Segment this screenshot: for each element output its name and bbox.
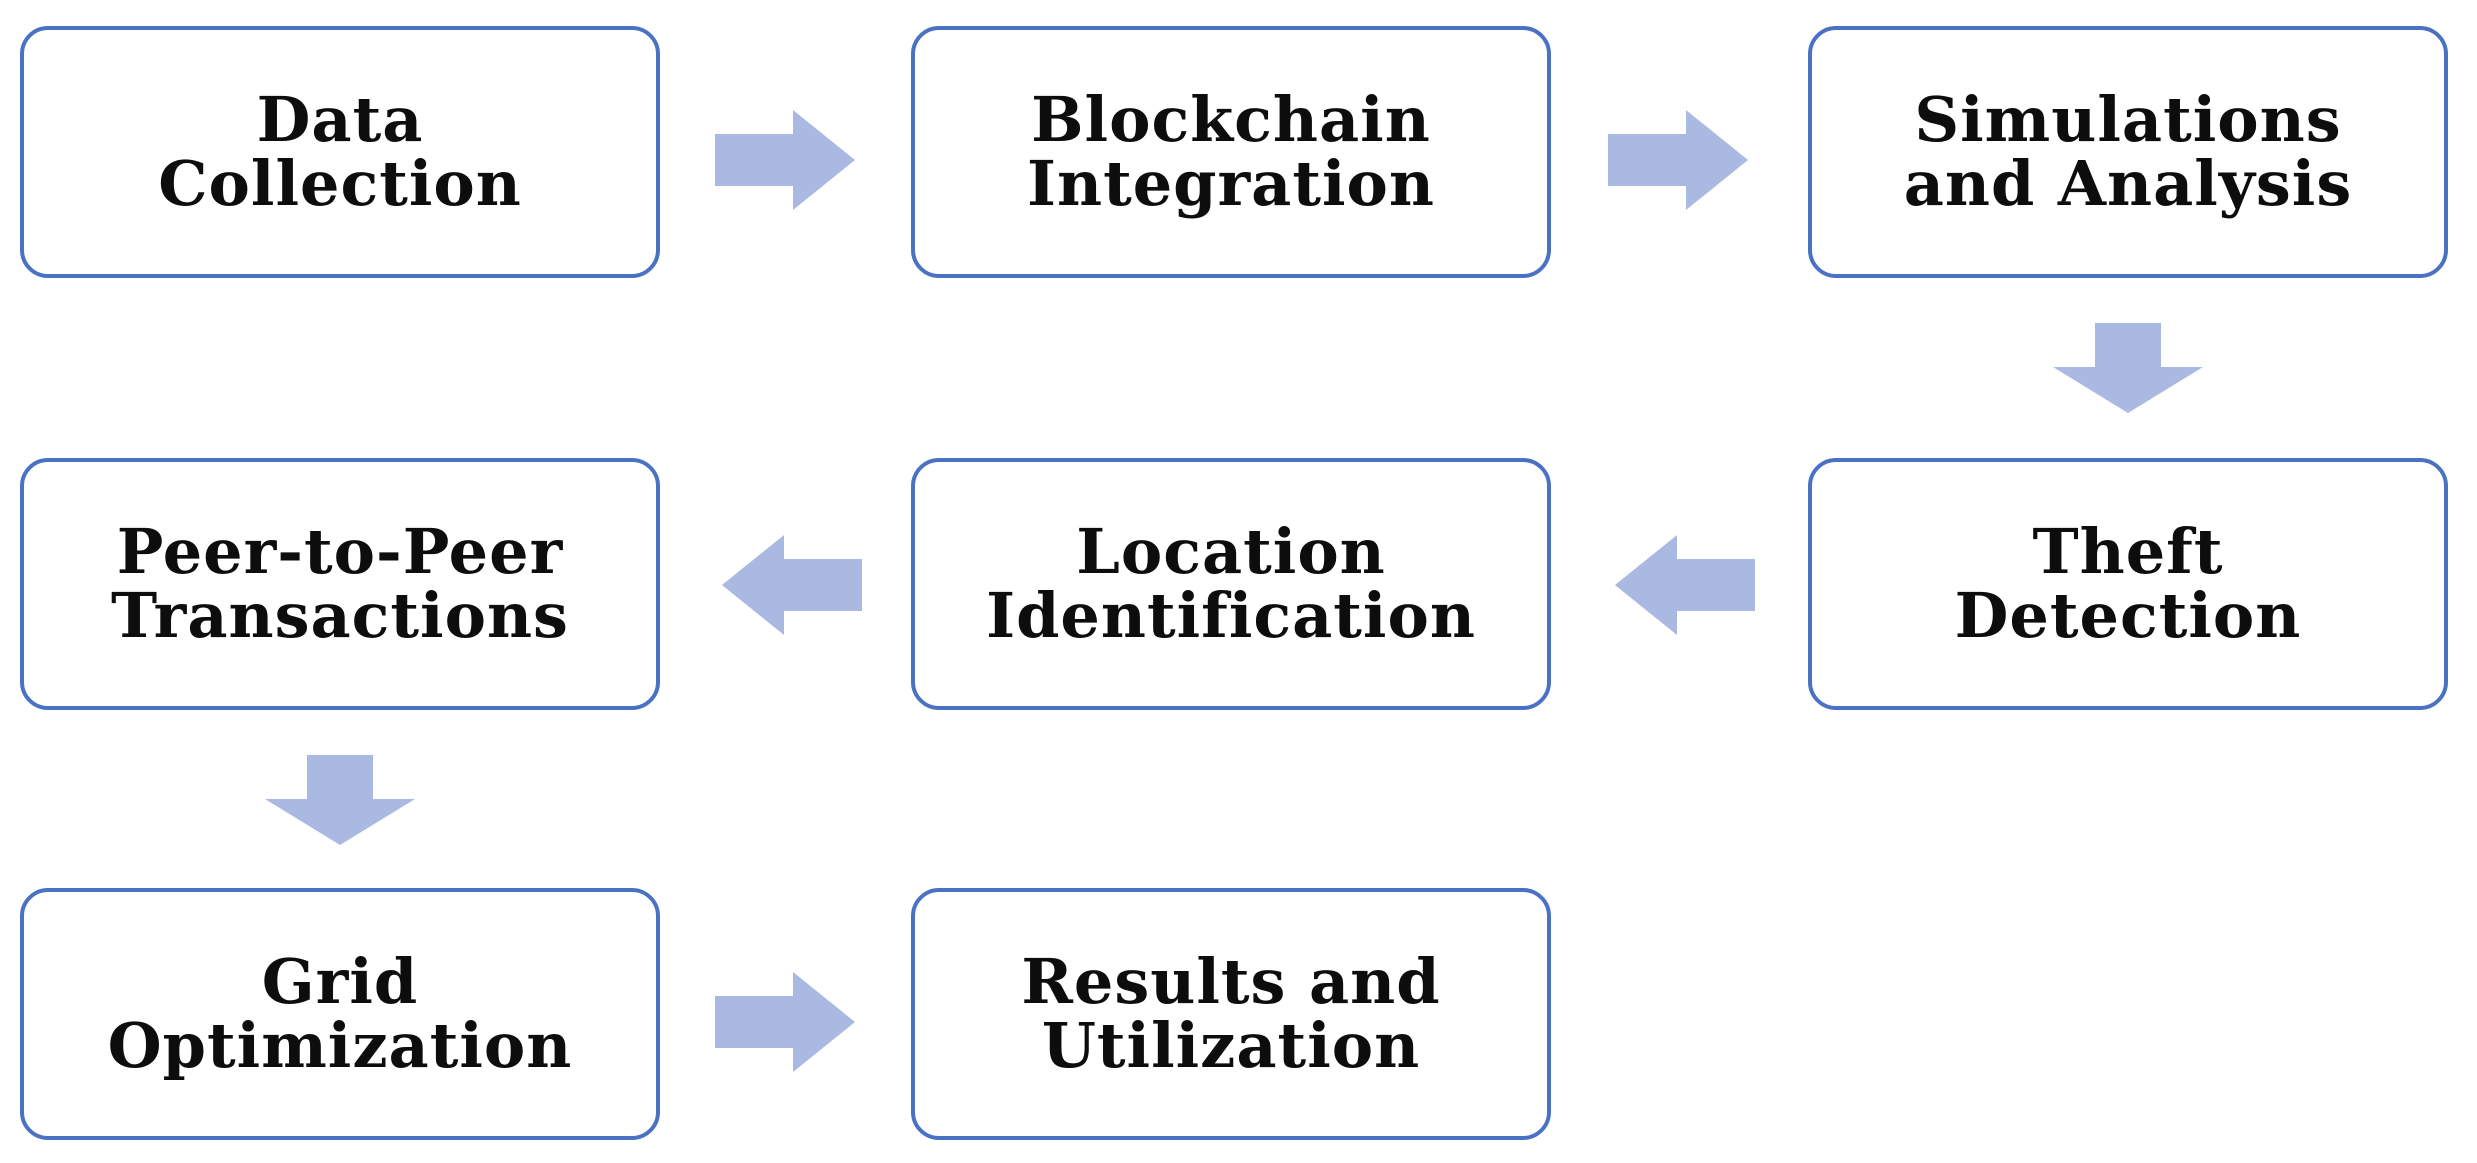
arrow-right-icon bbox=[715, 972, 855, 1072]
step-label: Blockchain Integration bbox=[1027, 83, 1435, 220]
step-data-collection: Data Collection bbox=[20, 26, 660, 278]
step-theft-detection: Theft Detection bbox=[1808, 458, 2448, 710]
step-label: Grid Optimization bbox=[107, 945, 573, 1082]
step-label: Data Collection bbox=[158, 83, 522, 220]
step-location-identification: Location Identification bbox=[911, 458, 1551, 710]
arrow-left-icon bbox=[722, 535, 862, 635]
step-blockchain-integration: Blockchain Integration bbox=[911, 26, 1551, 278]
step-label: Peer-to-Peer Transactions bbox=[111, 515, 569, 652]
step-grid-optimization: Grid Optimization bbox=[20, 888, 660, 1140]
step-label: Simulations and Analysis bbox=[1903, 83, 2353, 220]
step-label: Location Identification bbox=[986, 515, 1476, 652]
arrow-left-icon bbox=[1615, 535, 1755, 635]
step-simulations-and-analysis: Simulations and Analysis bbox=[1808, 26, 2448, 278]
arrow-right-icon bbox=[715, 110, 855, 210]
arrow-right-icon bbox=[1608, 110, 1748, 210]
step-label: Theft Detection bbox=[1954, 515, 2302, 652]
step-label: Results and Utilization bbox=[1021, 945, 1441, 1082]
arrow-down-icon bbox=[265, 755, 415, 845]
arrow-down-icon bbox=[2053, 323, 2203, 413]
step-peer-to-peer-transactions: Peer-to-Peer Transactions bbox=[20, 458, 660, 710]
step-results-and-utilization: Results and Utilization bbox=[911, 888, 1551, 1140]
